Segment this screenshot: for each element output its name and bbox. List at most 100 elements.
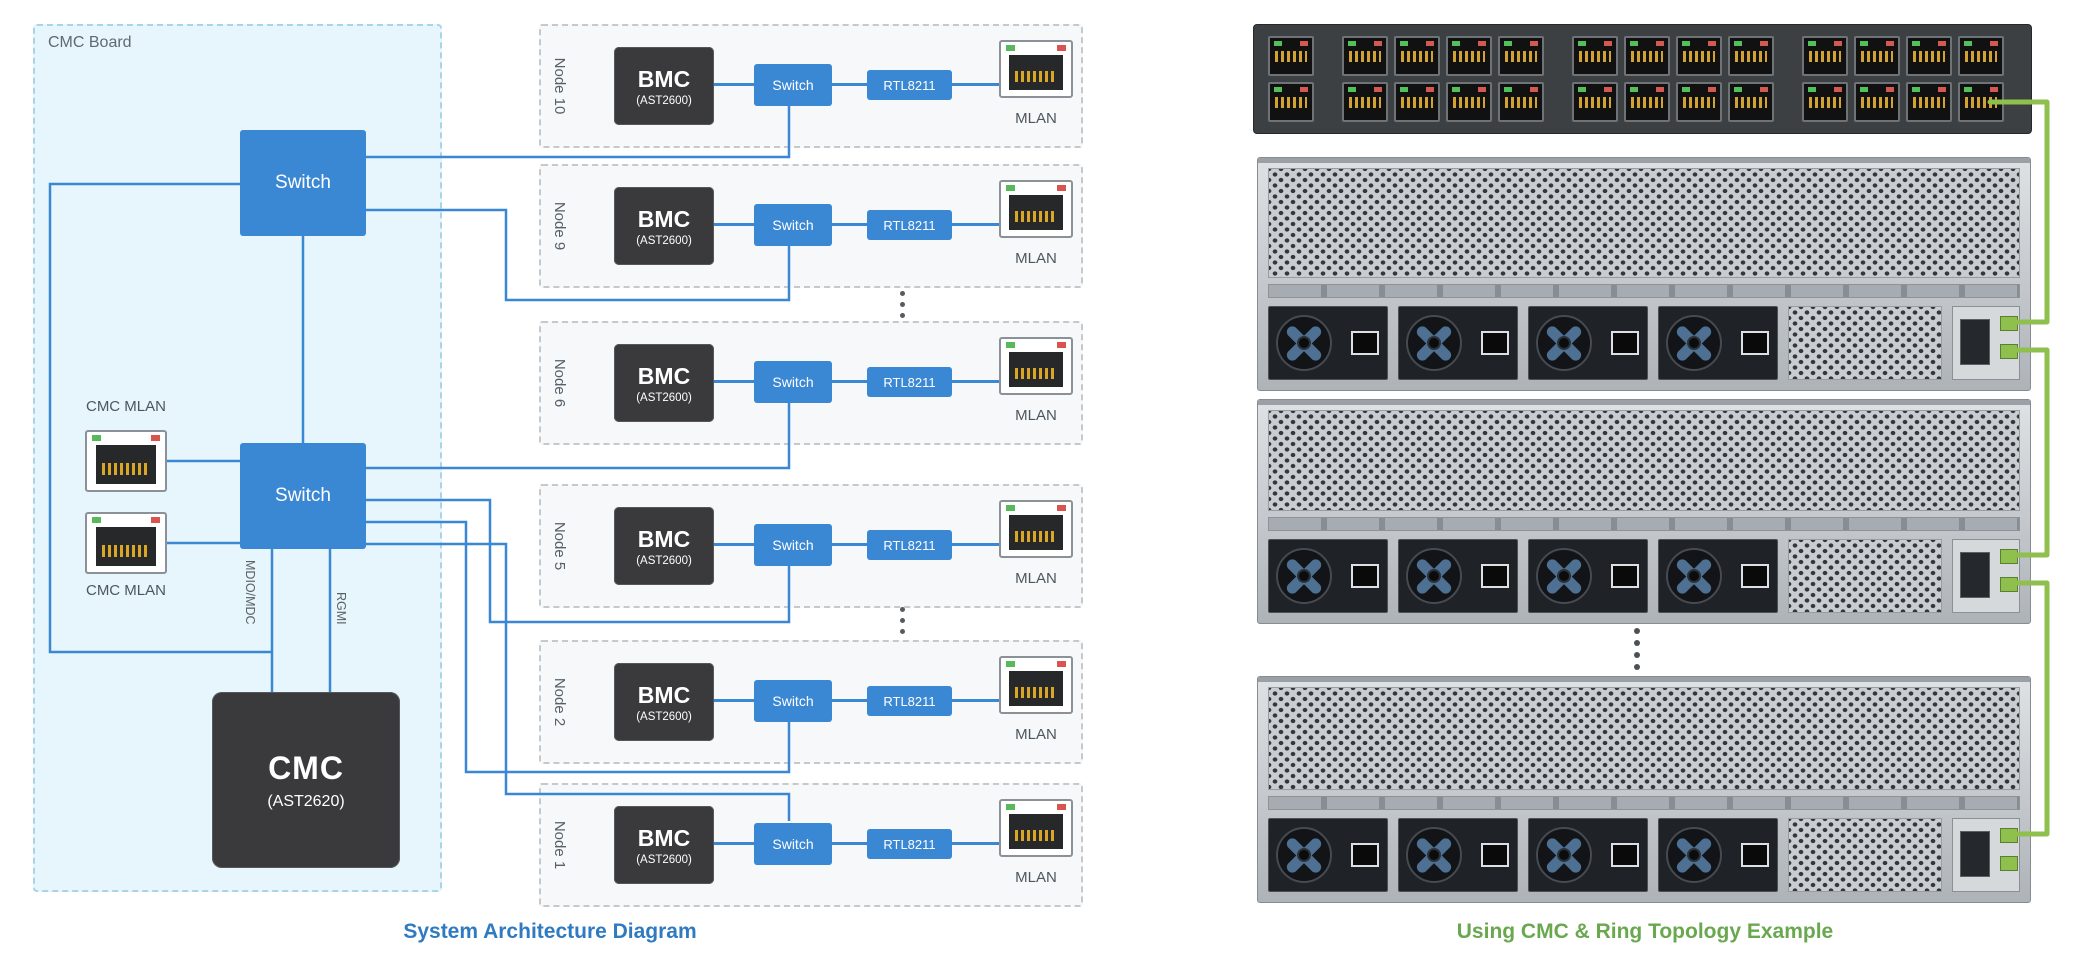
rj45-jack-icon [1009,814,1063,849]
cmc-switch-bottom: Switch [240,443,366,549]
rj45-port-icon [1676,36,1722,76]
rj45-port-icon [1572,82,1618,122]
cmc-switch-top: Switch [240,130,366,236]
rj45-port-icon [1958,36,2004,76]
fan-icon [1666,315,1722,371]
power-inlet-icon [1611,331,1639,355]
server-chassis-image [1257,399,2031,624]
fan-icon [1276,827,1332,883]
bmc-subtitle: (AST2600) [636,94,692,107]
connector-line [714,543,754,546]
port-label: MLAN [1015,869,1057,886]
node-switch: Switch [754,361,832,403]
rj45-port-icon [1854,82,1900,122]
node-switch: Switch [754,524,832,566]
bmc-title: BMC [637,681,691,708]
psu-module [1268,539,1388,613]
server-chassis-image [1257,676,2031,903]
io-slot-icon [1960,831,1990,877]
connector-line [832,543,867,546]
node-row: Node 5 BMC (AST2600) Switch RTL8211 MLAN [539,484,1083,608]
led-green-icon [1006,342,1015,348]
psu-module [1398,539,1518,613]
switch-port-group [1802,36,2004,122]
rj45-port-icon [1498,36,1544,76]
fan-hub-icon [1427,336,1441,350]
vertical-ellipsis-icon [900,607,905,634]
green-port-icon [2000,549,2018,564]
ethernet-port-icon [999,180,1073,238]
chassis-rail [1268,796,2020,810]
cmc-subtitle: (AST2620) [267,792,345,810]
green-port-icon [2000,316,2018,331]
fan-icon [1276,548,1332,604]
switch-uplink-ports [1268,36,1314,122]
psu-modules [1268,306,1778,380]
connector-line [952,83,999,86]
connector-line [832,223,867,226]
connector-line [952,380,999,383]
vertical-ellipsis-icon [1634,628,1640,670]
connector-line [832,83,867,86]
chassis-rail [1268,517,2020,531]
bmc-chip: BMC (AST2600) [614,806,714,884]
rj45-port-icon [1906,82,1952,122]
power-inlet-icon [1351,843,1379,867]
node-label: Node 1 [551,820,568,870]
psu-row [1268,539,2020,613]
connector-line [714,699,754,702]
phy-chip: RTL8211 [867,829,952,859]
phy-chip: RTL8211 [867,686,952,716]
power-inlet-icon [1351,331,1379,355]
fan-hub-icon [1427,569,1441,583]
management-module [1952,539,2020,613]
fan-hub-icon [1557,336,1571,350]
management-module [1952,306,2020,380]
phy-chip: RTL8211 [867,70,952,100]
rj45-jack-icon [96,527,156,566]
fan-icon [1406,548,1462,604]
bmc-chip: BMC (AST2600) [614,47,714,125]
phy-chip: RTL8211 [867,210,952,240]
ethernet-switch-image [1253,24,2032,134]
psu-module [1658,306,1778,380]
rj45-port-icon [1728,82,1774,122]
connector-line [952,223,999,226]
green-port-icon [2000,856,2018,871]
bmc-subtitle: (AST2600) [636,234,692,247]
rj45-port-icon [1268,36,1314,76]
node-label: Node 9 [551,201,568,251]
connector-line [832,842,867,845]
bmc-title: BMC [637,525,691,552]
bmc-title: BMC [637,824,691,851]
connector-line [714,842,754,845]
ethernet-port-icon [999,656,1073,714]
power-inlet-icon [1741,843,1769,867]
led-red-icon [151,435,160,441]
power-inlet-icon [1741,331,1769,355]
fan-hub-icon [1297,336,1311,350]
vent-panel [1268,168,2020,278]
power-inlet-icon [1611,843,1639,867]
fan-icon [1276,315,1332,371]
psu-row [1268,306,2020,380]
power-inlet-icon [1611,564,1639,588]
phy-chip: RTL8211 [867,530,952,560]
psu-module [1268,306,1388,380]
rj45-port-icon [1854,36,1900,76]
port-label: MLAN [1015,250,1057,267]
vent-panel [1788,306,1942,380]
ethernet-port-icon [85,512,167,574]
fan-icon [1406,315,1462,371]
psu-module [1658,818,1778,892]
psu-module [1528,539,1648,613]
vent-panel [1788,818,1942,892]
node-row: Node 2 BMC (AST2600) Switch RTL8211 MLAN [539,640,1083,764]
bmc-subtitle: (AST2600) [636,710,692,723]
connector-line [714,223,754,226]
led-green-icon [1006,661,1015,667]
psu-modules [1268,818,1778,892]
bmc-chip: BMC (AST2600) [614,507,714,585]
rj45-port-icon [1728,36,1774,76]
